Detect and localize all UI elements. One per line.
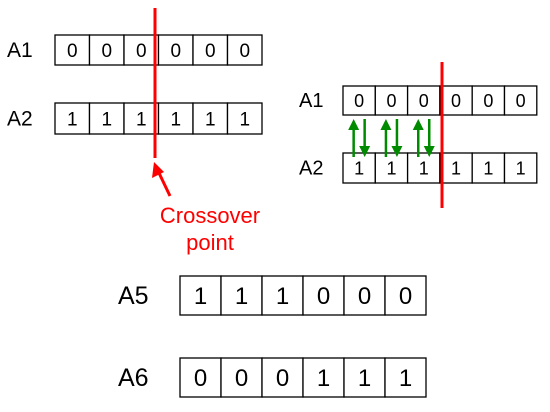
bit-cell	[123, 34, 160, 66]
bit-value: 1	[354, 158, 364, 178]
bit-cell	[88, 34, 125, 66]
bit-cell	[343, 357, 386, 398]
bit-cell	[157, 102, 194, 135]
bit-cell	[503, 152, 538, 184]
bit-cell	[374, 152, 409, 184]
bit-cell	[54, 34, 91, 66]
swap-arrow-up-head	[412, 119, 424, 130]
bit-value: 0	[354, 91, 364, 111]
offspring-row-a5: A5 1 1 1 0 0 0	[118, 275, 427, 316]
bit-value: 0	[136, 41, 147, 62]
bit-value: 1	[276, 283, 289, 310]
bit-value: 1	[516, 158, 526, 178]
bit-value: 0	[358, 283, 371, 310]
bit-cell	[343, 275, 386, 316]
bit-value: 0	[205, 41, 216, 62]
bit-value: 0	[239, 41, 250, 62]
bit-cell	[439, 85, 473, 116]
swap-arrow-down-head	[359, 146, 371, 157]
bit-cell	[384, 275, 427, 316]
bit-value: 1	[483, 158, 493, 178]
bit-cell	[54, 102, 91, 135]
bit-cell	[192, 34, 229, 66]
offspring-row-a6: A6 0 0 0 1 1 1	[118, 357, 427, 398]
left-row-a2: A2 1 1 1 1 1 1	[7, 102, 263, 135]
left-row-a2-label: A2	[7, 107, 33, 130]
offspring-row-a5-label: A5	[118, 282, 149, 310]
left-row-a1-label: A1	[7, 39, 33, 62]
bit-value: 0	[235, 365, 248, 392]
bit-cell	[88, 102, 125, 135]
bit-value: 1	[170, 109, 181, 130]
bit-cell	[123, 102, 160, 135]
right-row-a1-label: A1	[299, 90, 323, 112]
bit-cell	[471, 85, 506, 116]
right-row-a1: A1 0 0 0 0 0 0	[299, 85, 538, 116]
bit-cell	[406, 85, 441, 116]
bit-value: 1	[239, 109, 250, 130]
bit-value: 0	[516, 91, 526, 111]
bit-value: 1	[101, 109, 112, 130]
bit-value: 0	[276, 365, 289, 392]
bit-cell	[226, 34, 263, 66]
bit-value: 1	[67, 109, 78, 130]
bit-value: 0	[386, 91, 396, 111]
bit-cell	[406, 152, 441, 184]
bit-cell	[179, 357, 222, 398]
bit-value: 0	[399, 283, 412, 310]
bit-value: 0	[170, 41, 181, 62]
bit-value: 0	[67, 41, 78, 62]
bit-value: 1	[194, 283, 207, 310]
bit-value: 0	[194, 365, 207, 392]
bit-value: 0	[483, 91, 493, 111]
right-row-a2-label: A2	[299, 157, 323, 179]
bit-cell	[384, 357, 427, 398]
bit-value: 1	[235, 283, 248, 310]
bit-cell	[471, 152, 506, 184]
bit-value: 1	[317, 365, 330, 392]
crossover-pointer-head	[152, 162, 164, 178]
crossover-label-line2: point	[186, 230, 234, 255]
bit-cell	[503, 85, 538, 116]
bit-value: 0	[317, 283, 330, 310]
bit-value: 1	[419, 158, 429, 178]
bit-cell	[374, 85, 409, 116]
bit-value: 0	[101, 41, 112, 62]
left-row-a1: A1 0 0 0 0 0 0	[7, 34, 263, 66]
bit-cell	[226, 102, 263, 135]
crossover-label-line1: Crossover	[160, 203, 260, 228]
bit-value: 0	[419, 91, 429, 111]
swap-arrow-up-head	[348, 119, 360, 130]
bit-value: 1	[136, 109, 147, 130]
bit-value: 1	[399, 365, 412, 392]
swap-arrow-down-head	[391, 146, 403, 157]
bit-value: 1	[386, 158, 396, 178]
bit-cell	[220, 357, 263, 398]
swap-arrow-up-head	[380, 119, 392, 130]
bit-cell	[342, 152, 376, 184]
bit-cell	[261, 275, 304, 316]
crossover-pointer-shaft	[157, 172, 172, 197]
bit-value: 0	[451, 91, 461, 111]
bit-value: 1	[205, 109, 216, 130]
bit-value: 1	[451, 158, 461, 178]
offspring-row-a6-label: A6	[118, 364, 149, 392]
right-row-a2: A2 1 1 1 1 1 1	[299, 152, 538, 184]
bit-cell	[220, 275, 263, 316]
bit-value: 1	[358, 365, 371, 392]
swap-arrow-down-head	[423, 146, 435, 157]
